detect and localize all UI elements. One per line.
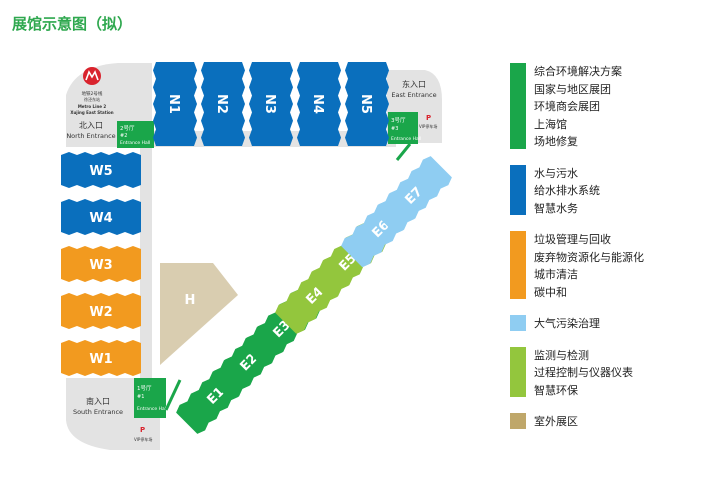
entrance-hall-2 xyxy=(117,121,154,148)
legend-items: 垃圾管理与回收废弃物资源化与能源化城市清洁碳中和 xyxy=(534,231,644,301)
hall-w3: W3 xyxy=(61,246,141,282)
hall-label: W3 xyxy=(89,258,112,273)
hall-label: N4 xyxy=(310,94,325,114)
legend-item: 废弃物资源化与能源化 xyxy=(534,250,644,264)
hall-shape xyxy=(61,293,141,329)
legend-color-swatch xyxy=(510,164,526,215)
hall-h-label: H xyxy=(185,293,196,308)
legend-color-swatch xyxy=(510,231,526,299)
legend-items: 室外展区 xyxy=(534,413,578,431)
hall2-no: #2 xyxy=(120,133,127,139)
legend-item: 碳中和 xyxy=(534,285,567,299)
hall-shape xyxy=(61,246,141,282)
hall-shape xyxy=(153,62,197,146)
south-entrance-cn: 南入口 xyxy=(86,396,110,406)
north-entrance-en: North Entrance xyxy=(66,132,115,140)
hall-shape xyxy=(201,62,245,146)
legend-item: 上海馆 xyxy=(534,117,567,131)
hall1-en: Entrance Hall xyxy=(137,406,167,412)
hall-n1: N1 xyxy=(153,62,197,146)
hall-label: W1 xyxy=(89,352,112,367)
outdoor-hall-h xyxy=(160,263,238,365)
metro-station-cn: 徐泾东站 xyxy=(84,96,100,102)
hall-w5: W5 xyxy=(61,152,141,188)
hall-label: N3 xyxy=(262,94,277,114)
metro-label-cn: 地铁2号线 xyxy=(82,90,103,97)
hall-label: W2 xyxy=(89,305,112,320)
legend-item: 综合环境解决方案 xyxy=(534,65,622,78)
hall-w4: W4 xyxy=(61,199,141,235)
legend-items: 综合环境解决方案国家与地区展团环境商会展团上海馆场地修复 xyxy=(534,63,622,151)
hall-label: N5 xyxy=(358,94,373,114)
vip-parking-south: VIP停车场 xyxy=(134,436,152,442)
parking-icon-south: P xyxy=(140,426,145,434)
hall3-en: Entrance Hall xyxy=(391,136,421,142)
legend-item: 城市清洁 xyxy=(534,268,578,281)
entrance-hall-3 xyxy=(388,112,418,144)
metro-label-en: Metro Line 2 xyxy=(78,104,107,109)
east-entrance-cn: 东入口 xyxy=(402,79,426,89)
east-entrance-en: East Entrance xyxy=(391,91,436,99)
hall-n2: N2 xyxy=(201,62,245,146)
legend-item: 智慧环保 xyxy=(534,383,578,397)
legend-item: 给水排水系统 xyxy=(534,184,600,197)
hall-label: W4 xyxy=(89,211,112,226)
legend-item: 场地修复 xyxy=(534,135,578,148)
hall-shape xyxy=(374,156,452,234)
legend-items: 水与污水给水排水系统智慧水务 xyxy=(534,165,600,218)
legend-item: 水与污水 xyxy=(534,166,578,180)
hall-label: W5 xyxy=(89,164,112,179)
north-halls: N1 N2 N3 N4 N5 xyxy=(153,62,389,146)
legend-color-swatch xyxy=(510,315,526,331)
hall-n4: N4 xyxy=(297,62,341,146)
hall3-no: #3 xyxy=(391,126,398,132)
legend-item: 监测与检测 xyxy=(534,348,589,362)
hall-w2: W2 xyxy=(61,293,141,329)
hall-label: N1 xyxy=(166,94,181,114)
hall-shape xyxy=(61,199,141,235)
legend-item: 垃圾管理与回收 xyxy=(534,233,611,246)
legend-item: 大气污染治理 xyxy=(534,317,600,330)
metro-station-en: Xujing East Station xyxy=(70,110,113,115)
legend-item: 室外展区 xyxy=(534,415,578,428)
hall-n3: N3 xyxy=(249,62,293,146)
hall3-cn: 3号厅 xyxy=(391,117,406,124)
page-title: 展馆示意图（拟） xyxy=(12,15,133,33)
west-corridor xyxy=(140,147,152,382)
hall-shape xyxy=(61,340,141,376)
hall2-cn: 2号厅 xyxy=(120,125,135,132)
entrance-hall-1 xyxy=(134,378,166,418)
hall-w1: W1 xyxy=(61,340,141,376)
south-entrance-en: South Entrance xyxy=(73,408,123,416)
hall1-cn: 1号厅 xyxy=(137,385,152,392)
hall-shape xyxy=(345,62,389,146)
legend-item: 智慧水务 xyxy=(534,201,578,215)
legend-items: 监测与检测过程控制与仪器仪表智慧环保 xyxy=(534,347,633,400)
vip-parking-east: VIP停车场 xyxy=(419,123,437,129)
legend-color-swatch xyxy=(510,413,526,429)
hall1-no: #1 xyxy=(137,394,144,400)
hall-n5: N5 xyxy=(345,62,389,146)
legend-item: 过程控制与仪器仪表 xyxy=(534,366,633,379)
hall-shape xyxy=(61,152,141,188)
legend-color-swatch xyxy=(510,63,526,149)
legend-color-swatch xyxy=(510,346,526,397)
legend-item: 国家与地区展团 xyxy=(534,82,611,96)
parking-icon-east: P xyxy=(426,114,431,122)
hall-shape xyxy=(297,62,341,146)
hall-label: N2 xyxy=(214,94,229,114)
hall-shape xyxy=(249,62,293,146)
legend-item: 环境商会展团 xyxy=(534,100,600,113)
hall2-en: Entrance Hall xyxy=(120,140,150,146)
hall-e7: E7 xyxy=(374,156,452,234)
north-entrance-cn: 北入口 xyxy=(79,121,103,130)
legend-items: 大气污染治理 xyxy=(534,315,600,333)
